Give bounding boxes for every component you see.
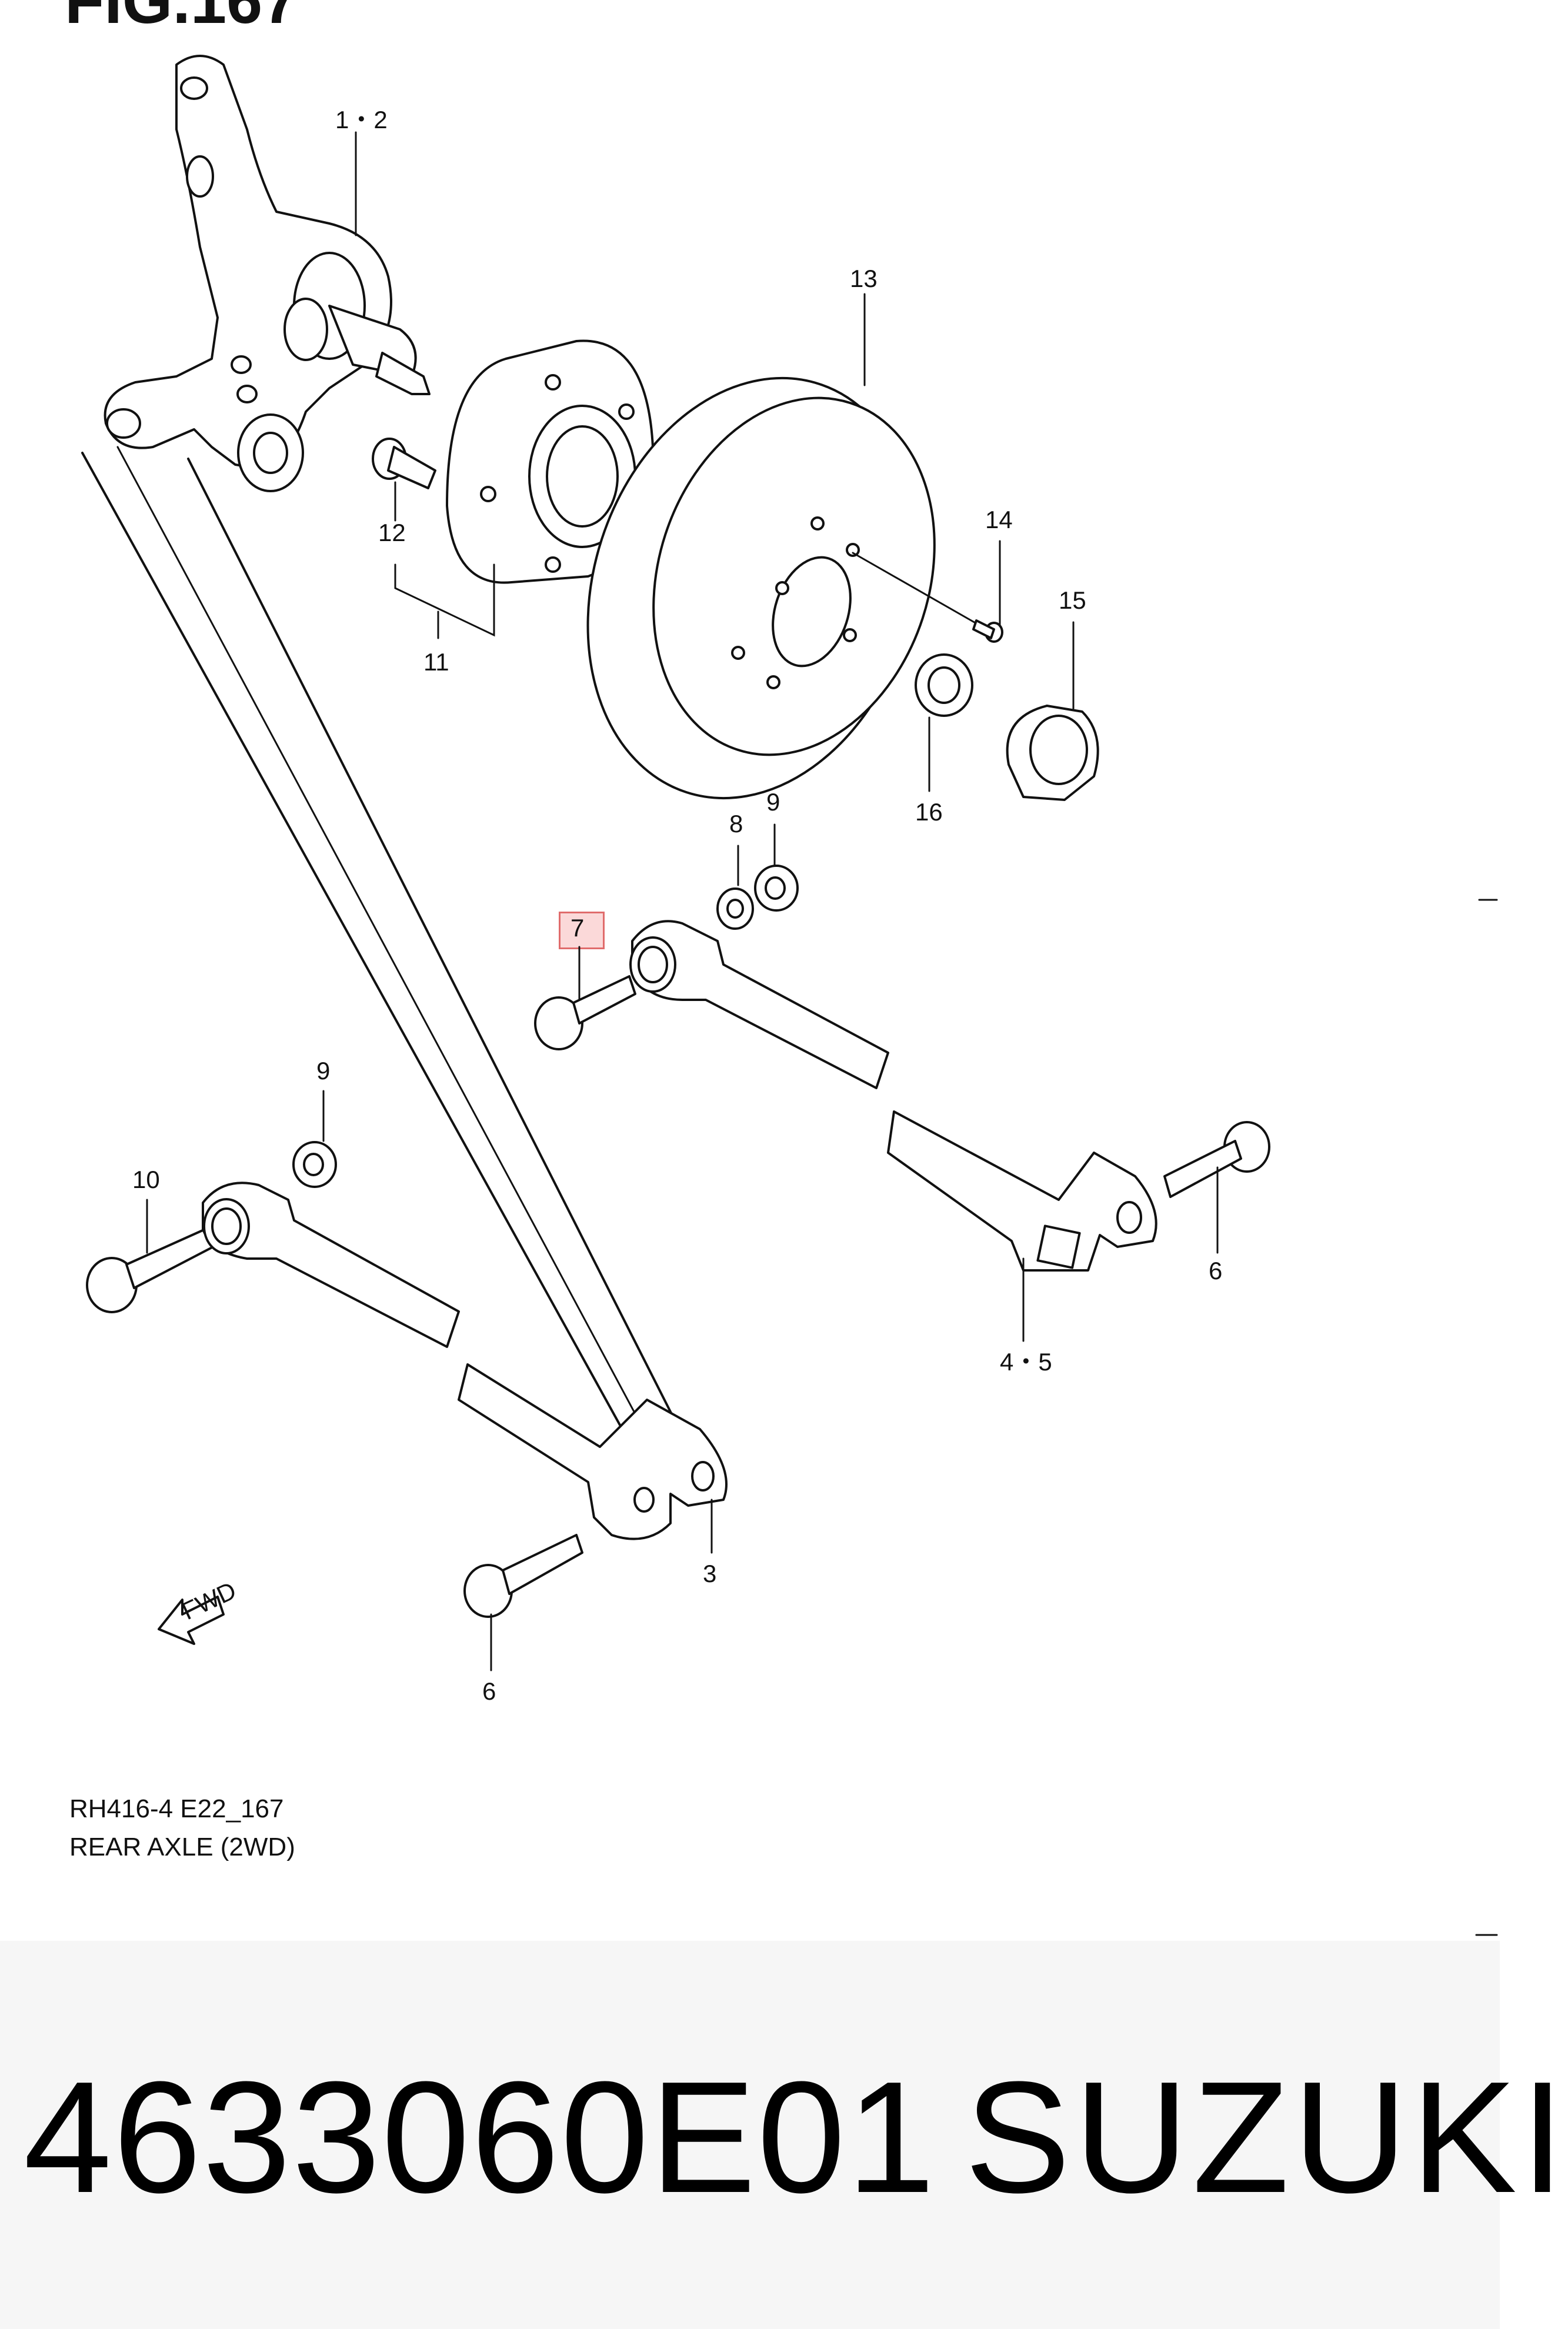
brand-name: SUZUKI — [965, 2049, 1568, 2226]
lateral-rod-upper-part[interactable] — [629, 920, 1157, 1272]
hub-bolt-part[interactable] — [372, 438, 436, 489]
nut-lower-part[interactable] — [292, 1141, 337, 1188]
figure-caption: REAR AXLE (2WD) — [69, 1833, 295, 1861]
part-number: 4633060E01 — [24, 2049, 936, 2226]
callout-3: 3 — [703, 1560, 716, 1587]
bolt-6-upper-part[interactable] — [1163, 1121, 1270, 1198]
part-number-band — [0, 1941, 1500, 2329]
screw-14-axis — [852, 552, 978, 625]
callout-8: 8 — [729, 810, 743, 837]
callout-10: 10 — [132, 1166, 160, 1193]
drum-screw-part[interactable] — [972, 619, 1003, 643]
callout-16: 16 — [915, 798, 943, 826]
callout-9-upper: 9 — [766, 788, 780, 816]
callout-12: 12 — [378, 519, 406, 546]
trailing-arm-center — [116, 446, 654, 1448]
callout-13: 13 — [850, 265, 878, 292]
grease-cap-part[interactable] — [1006, 705, 1099, 801]
fwd-arrow-icon: FWD — [158, 1576, 240, 1645]
callout-6-upper: 6 — [1209, 1257, 1222, 1284]
exploded-parts-diagram: 1・2 12 11 13 14 — [69, 55, 1498, 1936]
bolt-6-lower-part[interactable] — [463, 1534, 583, 1618]
callout-14: 14 — [985, 506, 1013, 533]
callout-9-lower: 9 — [316, 1057, 330, 1085]
callout-11: 11 — [423, 648, 449, 676]
callout-15: 15 — [1059, 586, 1086, 614]
bracket-11 — [394, 563, 495, 637]
trailing-arm-outer-edge — [81, 452, 636, 1454]
callout-1-2: 1・2 — [335, 106, 388, 134]
figure-code: RH416-4 E22_167 — [69, 1794, 283, 1823]
figure-title: FIG.167 — [65, 0, 299, 37]
nut-upper-part[interactable] — [754, 865, 799, 912]
bolt-10-part[interactable] — [86, 1225, 220, 1313]
knuckle-part[interactable] — [104, 55, 431, 492]
trailing-arm-inner-edge — [187, 458, 683, 1436]
callout-7-highlight[interactable] — [559, 912, 605, 949]
hub-part[interactable] — [446, 339, 654, 584]
callout-4-5: 4・5 — [1000, 1348, 1052, 1376]
bolt-7-part[interactable] — [534, 975, 636, 1050]
washer-part[interactable] — [716, 887, 754, 930]
lateral-rod-lower-part[interactable] — [202, 1182, 728, 1540]
hub-nut-part[interactable] — [915, 653, 973, 717]
brake-drum-part[interactable] — [535, 335, 979, 841]
callout-7[interactable]: 7 — [571, 914, 584, 942]
callout-6-lower: 6 — [482, 1677, 496, 1705]
